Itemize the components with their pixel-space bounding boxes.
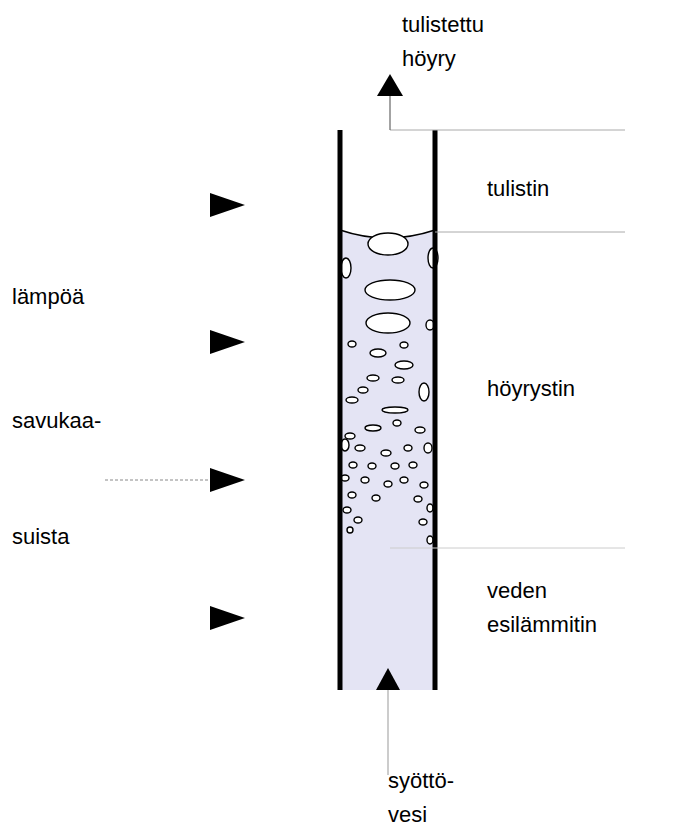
heat-arrow <box>210 468 245 492</box>
steam-bubbles <box>341 233 438 544</box>
steam-bubble <box>420 482 428 488</box>
steam-bubble <box>419 519 427 525</box>
feed-flow-line <box>387 690 388 775</box>
flow-label: tulistettu höyry <box>402 8 512 76</box>
steam-bubble <box>366 313 410 333</box>
steam-bubble <box>365 280 415 300</box>
heat-arrow <box>210 606 245 630</box>
steam-bubble <box>400 477 408 483</box>
steam-bubble <box>400 342 408 348</box>
steam-bubble <box>348 492 356 498</box>
steam-bubble <box>409 462 417 468</box>
steam-bubble <box>368 463 376 469</box>
steam-bubble <box>391 463 399 469</box>
section-label: tulistin <box>487 172 667 206</box>
steam-bubble <box>427 536 433 544</box>
steam-bubble <box>404 445 412 451</box>
feed-arrow <box>376 668 400 690</box>
steam-bubble <box>414 496 422 502</box>
heat-label: suista <box>12 520 182 554</box>
steam-bubble <box>372 495 380 501</box>
steam-bubble <box>427 504 433 512</box>
steam-bubble <box>381 450 391 456</box>
heat-label: savukaa- <box>12 404 182 438</box>
steam-bubble <box>361 477 369 483</box>
steam-bubble <box>345 433 355 439</box>
steam-bubble <box>347 527 353 533</box>
steam-bubble <box>395 361 413 369</box>
steam-bubble <box>358 387 368 393</box>
heat-label: lämpöä <box>12 280 182 314</box>
steam-bubble <box>393 420 401 426</box>
section-line <box>390 548 625 549</box>
steam-flow-line <box>389 92 390 130</box>
steam-bubble <box>384 481 392 487</box>
steam-bubble <box>346 397 358 403</box>
flow-label: syöttö- vesi <box>388 764 478 832</box>
steam-bubble <box>382 407 408 413</box>
steam-bubble <box>348 341 356 347</box>
steam-bubble <box>349 462 357 468</box>
tube-wall <box>433 130 438 690</box>
heat-line <box>105 480 212 481</box>
tube-wall <box>338 130 343 690</box>
steam-bubble <box>370 349 386 357</box>
steam-bubble <box>355 445 365 451</box>
steam-bubble <box>367 375 379 381</box>
steam-bubble <box>365 425 381 431</box>
section-line <box>390 130 625 131</box>
heat-arrow <box>210 193 245 217</box>
steam-bubble <box>392 377 404 383</box>
section-line <box>435 232 625 233</box>
steam-bubble <box>424 443 432 453</box>
steam-bubble <box>343 507 351 513</box>
steam-arrow <box>377 74 403 96</box>
steam-bubble <box>368 233 408 255</box>
heat-arrow <box>210 330 245 354</box>
steam-bubble <box>415 427 425 433</box>
steam-bubble <box>354 517 362 523</box>
steam-bubble <box>419 383 429 401</box>
water-fill <box>340 230 435 690</box>
section-label: veden esilämmitin <box>487 574 627 642</box>
section-label: höyrystin <box>487 372 677 406</box>
